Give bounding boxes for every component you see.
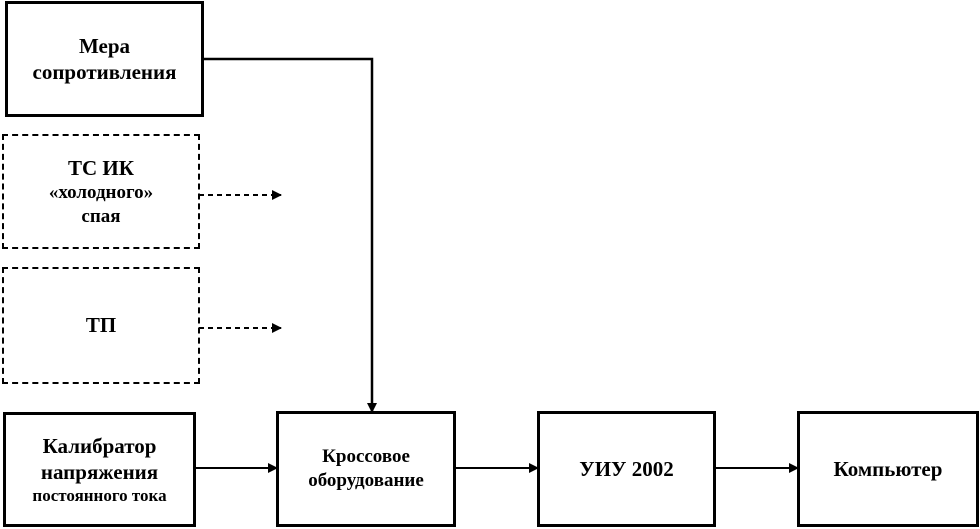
block-cold-junction: ТС ИК «холодного» спая <box>2 134 200 249</box>
block-label: спая <box>81 205 121 227</box>
block-label: «холодного» <box>48 181 154 203</box>
block-label: сопротивления <box>32 60 177 84</box>
block-label: ТС ИК <box>68 155 134 180</box>
block-label: постоянного тока <box>32 486 167 506</box>
block-label: Кроссовое <box>322 446 410 468</box>
block-resistance-measure: Мера сопротивления <box>5 1 204 117</box>
block-computer: Компьютер <box>797 411 979 527</box>
block-calibrator: Калибратор напряжения постоянного тока <box>3 412 196 527</box>
block-uiu-2002: УИУ 2002 <box>537 411 716 527</box>
block-thermocouple: ТП <box>2 267 200 384</box>
arrow-resistance-to-cross <box>203 57 377 413</box>
block-label: Калибратор <box>42 433 157 458</box>
block-label: ТП <box>85 313 117 338</box>
block-label: УИУ 2002 <box>579 456 674 481</box>
block-label: напряжения <box>40 459 159 484</box>
block-label: Мера <box>78 33 131 58</box>
block-label: оборудование <box>308 470 424 491</box>
block-cross-equipment: Кроссовое оборудование <box>276 411 456 527</box>
block-label: Компьютер <box>833 456 943 481</box>
